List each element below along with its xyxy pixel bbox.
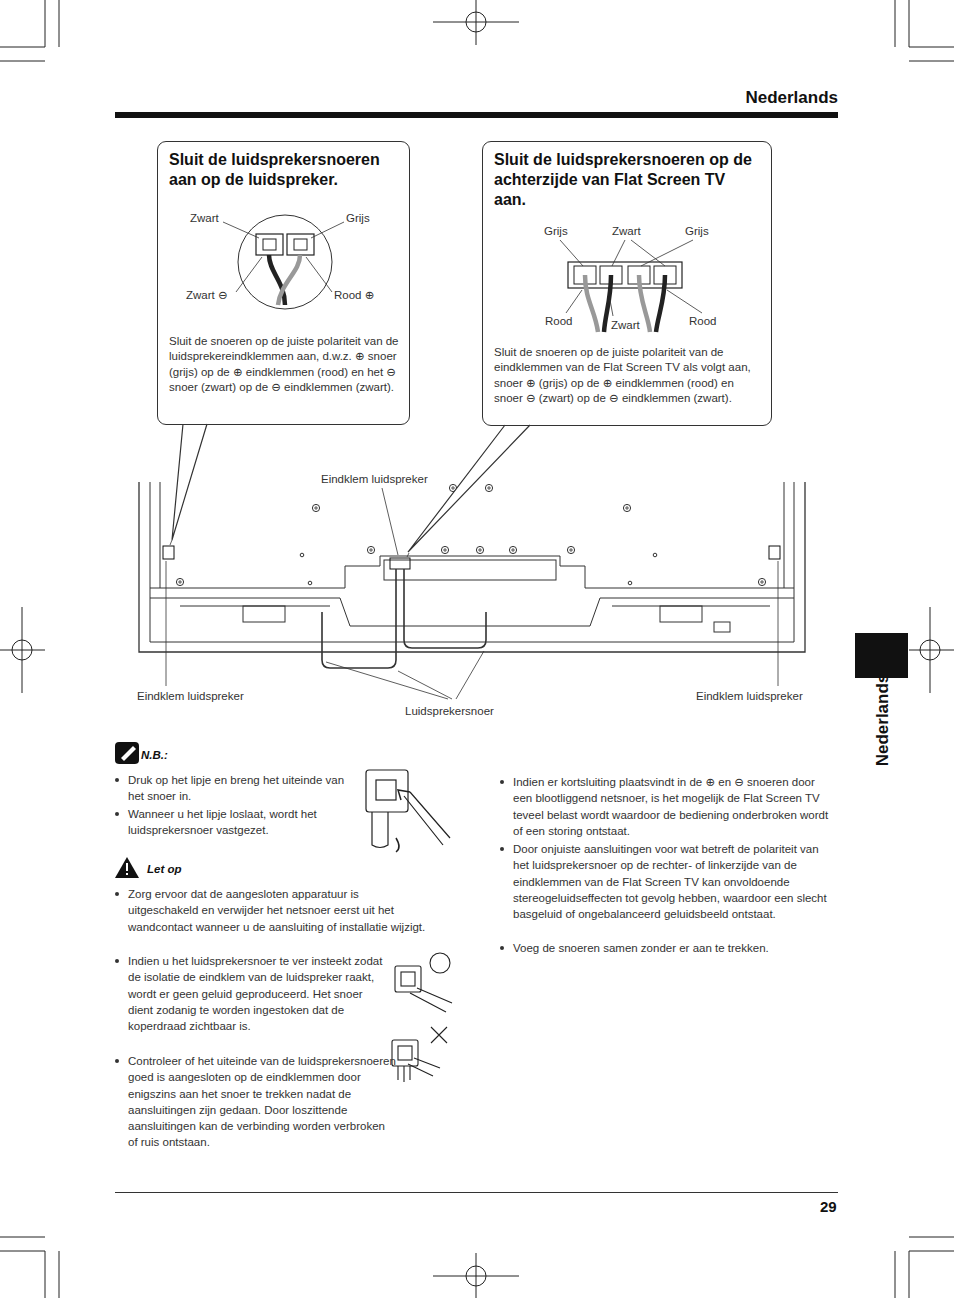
screw [476,546,483,553]
hole [308,581,312,585]
footer-rule [115,1192,838,1193]
terminal-color: Rood [689,314,717,329]
page-header: Nederlands [745,88,838,108]
note-icon [115,742,139,764]
part-name: Eindklem luidspreker [137,689,244,704]
caution-item: Voeg de snoeren samen zonder er aan te t… [513,940,835,956]
callout-pointer [408,425,530,552]
hole [300,553,304,557]
part-name: Eindklem luidspreker [321,472,428,487]
language-tab-text: Nederlands [875,674,890,767]
screw [176,578,183,585]
caution-item: Controleer of het uiteinde van de luidsp… [128,1053,396,1151]
callout-box: Sluit de luidsprekersnoeren aan op de lu… [157,141,410,425]
note-item: Wanneer u het lipje loslaat, wordt het l… [128,806,350,839]
wire-color: Grijs [544,224,568,239]
screw [485,484,492,491]
caution-item: Door onjuiste aansluitingen voor wat bet… [513,841,835,922]
callout-title: Sluit de luidsprekersnoeren aan op de lu… [158,142,409,190]
callout-text: Sluit de snoeren op de juiste polariteit… [494,345,761,406]
caution-item: Indien er kortsluiting plaatsvindt in de… [513,774,835,839]
caution-item: Indien u het luidsprekersnoer te ver ins… [128,953,386,1034]
tv-terminal-detail [560,240,702,332]
callout-pointer [172,424,207,540]
speaker-terminal-detail [223,215,344,309]
note-item: Druk op het lipje en breng het uiteinde … [128,772,346,805]
wire-color: Zwart [611,318,640,333]
wire-color: Grijs [685,224,709,239]
note-heading: N.B.: [141,748,168,763]
page-number: 29 [820,1199,837,1214]
screw [567,546,574,553]
wire-color: Rood ⊕ [334,288,374,303]
screw [758,578,765,585]
screw [312,504,319,511]
wire-color: Zwart ⊖ [186,288,228,303]
screw [509,546,516,553]
terminal-color: Rood [545,314,573,329]
screw [441,546,448,553]
part-name: Eindklem luidspreker [696,689,803,704]
wire-color: Zwart [190,211,219,226]
wire-color: Grijs [346,211,370,226]
hole [628,581,632,585]
tv-rear-view [139,482,805,699]
part-name: Luidsprekersnoer [405,704,494,719]
screw [623,504,630,511]
callout-title: Sluit de luidsprekersnoeren op de achter… [483,142,771,210]
header-rule [115,112,838,118]
callout-box: Sluit de luidsprekersnoeren op de achter… [482,141,772,426]
terminal-insert-picture [366,770,450,852]
screw [367,546,374,553]
wire-color: Zwart [612,224,641,239]
caution-item: Zorg ervoor dat de aangesloten apparatuu… [128,886,428,935]
warning-icon [115,857,139,878]
hole [653,553,657,557]
caution-heading: Let op [147,862,182,877]
callout-text: Sluit de snoeren op de juiste polariteit… [169,334,399,395]
correct-incorrect-pictures [392,953,452,1082]
language-tab [855,633,908,678]
